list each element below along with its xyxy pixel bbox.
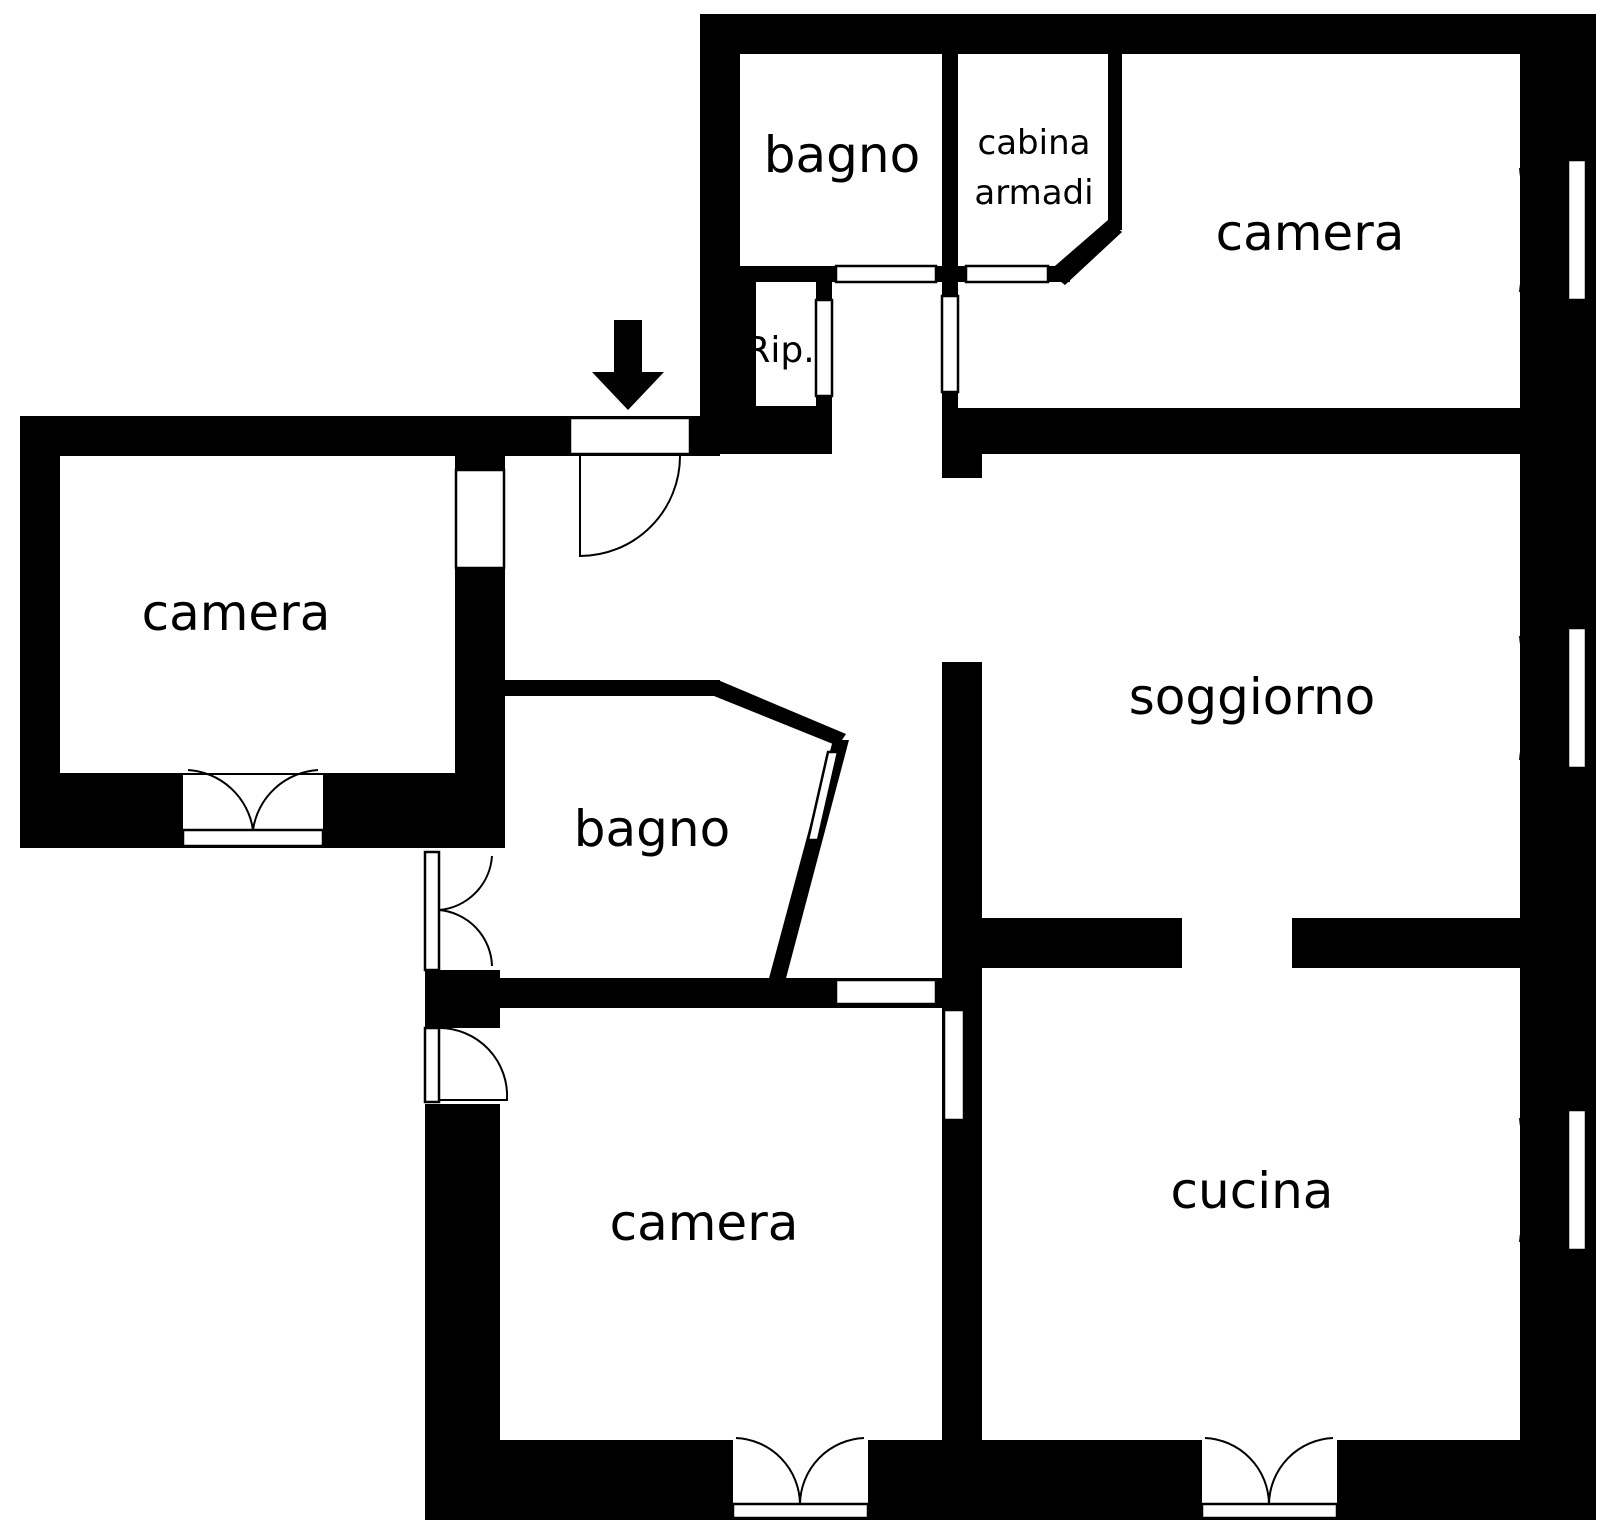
room-label-soggiorno: soggiorno [1129,668,1376,726]
room-label-bagno-center: bagno [574,800,730,858]
room-label-camera-left: camera [142,584,331,642]
soggiorno-window-door [1519,626,1588,770]
room-label-cabina-line2: armadi [974,173,1093,213]
entrance-door [579,455,681,558]
room-labels: bagno cabina armadi camera Rip. camera s… [142,123,1405,1252]
entrance-arrow-icon [592,320,664,410]
doors [181,158,1588,1520]
windows [454,264,1050,1122]
room-label-camera-top-right: camera [1216,204,1405,262]
room-label-bagno-top: bagno [764,126,920,184]
room-label-camera-bottom: camera [610,1194,799,1252]
camera-top-right-door [1519,158,1588,302]
cucina-window-door [1519,1108,1588,1252]
camera-bottom-side-door [423,1026,509,1104]
room-label-cucina: cucina [1171,1162,1334,1220]
cucina-window-door-south [1200,1437,1339,1520]
camera-bottom-window-door [731,1437,870,1520]
camera-left-window-door [181,769,325,848]
room-label-cabina: cabina [978,123,1091,163]
bagno-center-side-door [423,850,500,972]
room-label-rip: Rip. [745,330,814,371]
